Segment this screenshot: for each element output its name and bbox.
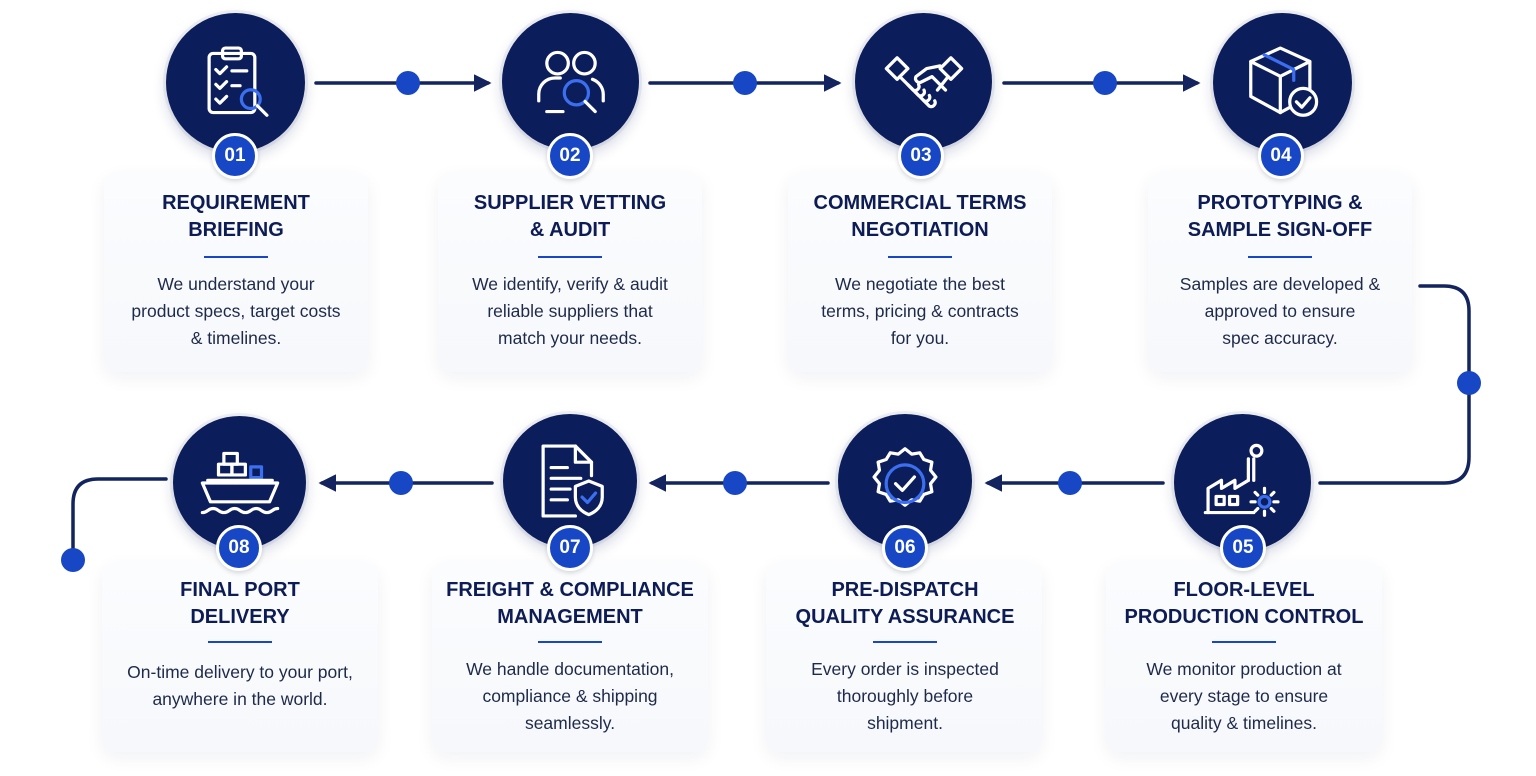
step-circle-02: [502, 13, 639, 150]
step-description-07: We handle documentation,compliance & shi…: [466, 659, 674, 733]
supplier-search-icon: [536, 50, 605, 113]
step-circle-01: [166, 13, 305, 152]
step-card-04: [1148, 172, 1412, 372]
step-number-04: 04: [1258, 133, 1304, 179]
connector-dot: [1058, 471, 1082, 495]
step-description-08: On-time delivery to your port,anywhere i…: [127, 662, 353, 709]
step-circle-04: [1213, 13, 1352, 152]
title-divider: [873, 641, 937, 643]
clipboard-search-icon: [207, 45, 269, 117]
title-divider: [538, 256, 602, 258]
connector-dot: [1093, 71, 1117, 95]
step-card-02: [438, 172, 702, 372]
connector-dot: [733, 71, 757, 95]
connector-dot: [1457, 371, 1481, 395]
step-number-08: 08: [216, 525, 262, 571]
step-number-07: 07: [547, 525, 593, 571]
step-number-03: 03: [898, 133, 944, 179]
quality-seal-icon: [872, 447, 938, 507]
title-divider: [1212, 641, 1276, 643]
title-divider: [1248, 256, 1312, 258]
connector-dot: [396, 71, 420, 95]
step-number-02: 02: [547, 133, 593, 179]
title-divider: [208, 641, 272, 643]
connector-08-end: [71, 477, 168, 558]
title-divider: [204, 256, 268, 258]
title-divider: [538, 641, 602, 643]
step-card-03: [788, 172, 1052, 372]
connector-dot: [389, 471, 413, 495]
box-check-icon: [1248, 45, 1318, 117]
cargo-ship-icon: [200, 451, 279, 514]
document-shield-icon: [541, 444, 604, 518]
step-number-06: 06: [882, 525, 928, 571]
step-description-04: Samples are developed &approved to ensur…: [1179, 274, 1381, 348]
connector-dot: [723, 471, 747, 495]
step-card-05: [1106, 562, 1382, 752]
handshake-icon: [884, 55, 963, 108]
title-divider: [888, 256, 952, 258]
step-title-02: SUPPLIER VETTING& AUDIT: [473, 192, 667, 241]
step-card-07: [432, 562, 708, 752]
step-card-08: [102, 562, 378, 752]
step-circle-03: [855, 13, 992, 150]
step-card-01: [104, 172, 368, 372]
step-title-04: PROTOTYPING &SAMPLE SIGN-OFF: [1187, 192, 1373, 241]
end-dot: [61, 548, 85, 572]
step-card-06: [766, 562, 1042, 752]
step-number-05: 05: [1220, 525, 1266, 571]
factory-gear-icon: [1203, 443, 1280, 517]
step-number-01: 01: [212, 133, 258, 179]
